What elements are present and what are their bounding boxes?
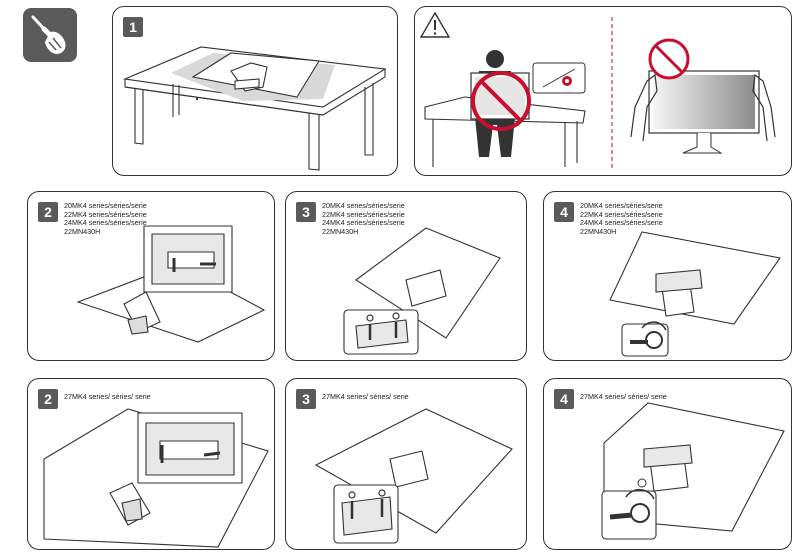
screwdriver-hand-icon (23, 8, 77, 62)
model-list: 27MK4 series/ séries/ serie (580, 392, 667, 401)
step-3-panel-27-models: 3 27MK4 series/ séries/ serie (285, 378, 527, 550)
warning-panel (414, 6, 792, 176)
table-monitor-illustration (122, 46, 387, 171)
monitor-stand-illustration (76, 225, 266, 343)
step-2-panel-27-models: 2 27MK4 series/ séries/ serie (27, 378, 275, 550)
monitor-screw-illustration (343, 227, 501, 355)
step-number: 4 (554, 202, 574, 222)
step-4-panel-27-models: 4 27MK4 series/ séries/ serie (543, 378, 792, 550)
model-list: 27MK4 series/ séries/ serie (64, 392, 151, 401)
monitor-stand-illustration (43, 408, 269, 548)
warning-triangle-icon (419, 11, 451, 38)
monitor-knob-illustration (609, 231, 781, 357)
step-number: 1 (123, 17, 143, 37)
model-list: 27MK4 series/ séries/ serie (322, 392, 409, 401)
step-number: 4 (554, 389, 574, 409)
monitor-knob-illustration (601, 402, 785, 540)
step-number: 3 (296, 202, 316, 222)
step-number: 3 (296, 389, 316, 409)
step-1-panel: 1 (112, 6, 398, 176)
step-number: 2 (38, 202, 58, 222)
step-number: 2 (38, 389, 58, 409)
monitor-screw-illustration (314, 408, 513, 544)
prohibited-circle-icon (471, 71, 531, 131)
prohibited-circle-icon (648, 38, 690, 80)
